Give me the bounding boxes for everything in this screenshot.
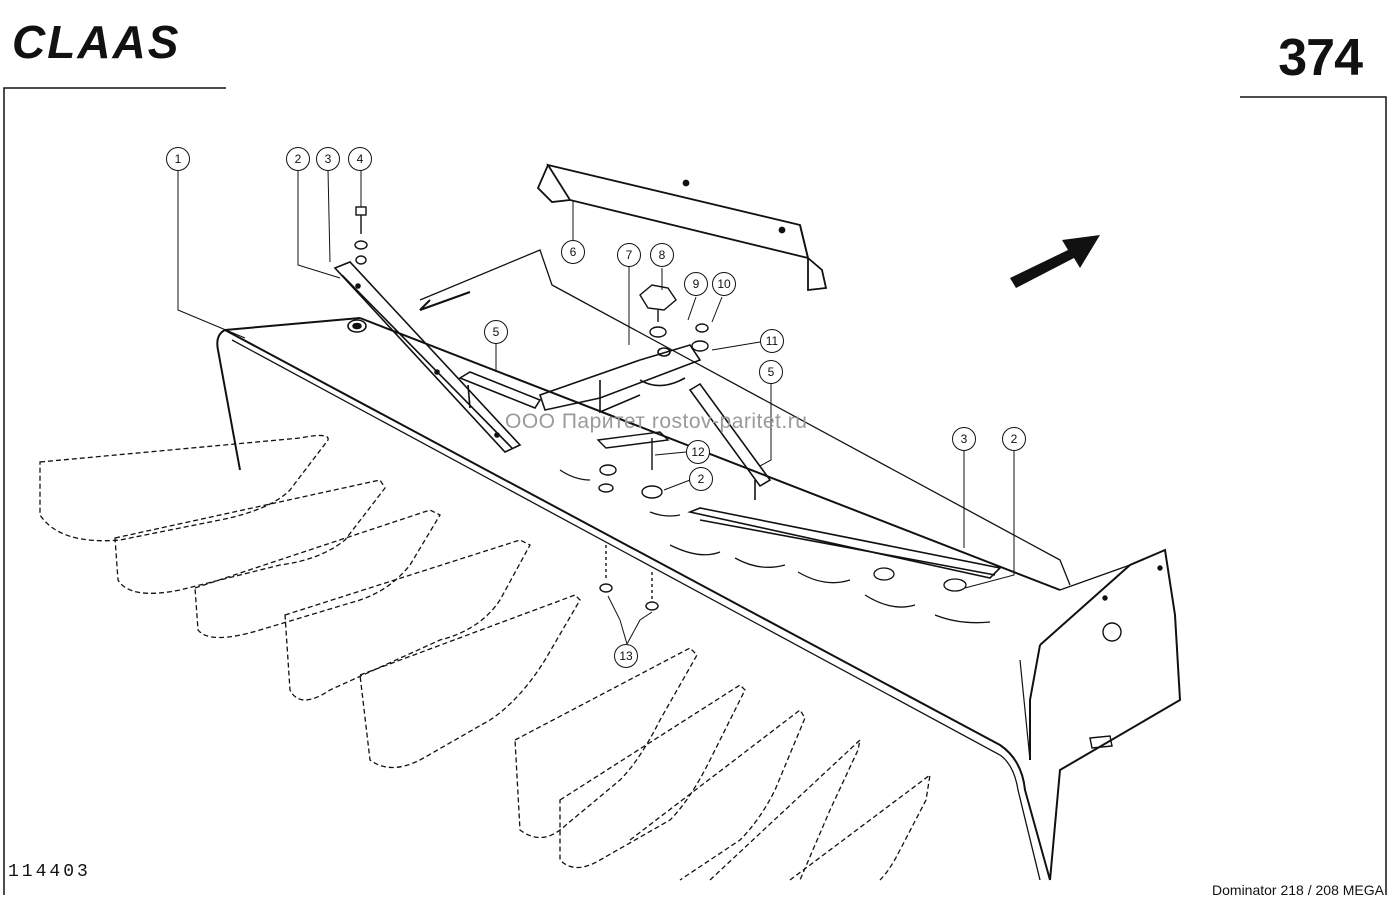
- top-guard-part: [536, 163, 828, 292]
- page-frame: [3, 87, 1387, 895]
- watermark-text: ООО Паритет rostov-paritet.ru: [505, 410, 808, 433]
- callout-3-top: 3: [316, 147, 340, 171]
- callout-7: 7: [617, 243, 641, 267]
- right-strut: [687, 507, 1002, 579]
- callout-5-right: 5: [759, 360, 783, 384]
- leader-lines: [177, 169, 1015, 645]
- callout-1: 1: [166, 147, 190, 171]
- callout-9: 9: [684, 272, 708, 296]
- support-struts: [458, 371, 772, 500]
- callout-13: 13: [614, 644, 638, 668]
- deck-slots: [559, 469, 991, 624]
- callout-6: 6: [561, 240, 585, 264]
- callout-5-left: 5: [484, 320, 508, 344]
- small-bracket: [596, 431, 670, 499]
- claas-logo: CLAAS: [12, 18, 180, 68]
- bolt-part: [354, 206, 368, 265]
- dashed-flaps: [39, 434, 931, 881]
- drawing-number: 114403: [8, 862, 91, 882]
- callout-2-mid: 2: [689, 467, 713, 491]
- model-label: Dominator 218 / 208 MEGA: [1212, 882, 1384, 898]
- direction-arrow-icon: [1010, 235, 1100, 288]
- callout-2-right: 2: [1002, 427, 1026, 451]
- callout-12: 12: [686, 440, 710, 464]
- end-plate-detail: [1089, 565, 1163, 749]
- page-number: 374: [1278, 29, 1363, 87]
- callout-10: 10: [712, 272, 736, 296]
- svg-text:CLAAS: CLAAS: [12, 18, 180, 68]
- left-strut: [333, 261, 522, 453]
- callout-2-top: 2: [286, 147, 310, 171]
- nut-parts: [599, 545, 659, 611]
- mounting-plate: [538, 344, 702, 414]
- callout-3-right: 3: [952, 427, 976, 451]
- knob-part: [639, 284, 709, 352]
- callout-4: 4: [348, 147, 372, 171]
- main-housing: [216, 249, 1182, 881]
- callout-8: 8: [650, 243, 674, 267]
- callout-11: 11: [760, 329, 784, 353]
